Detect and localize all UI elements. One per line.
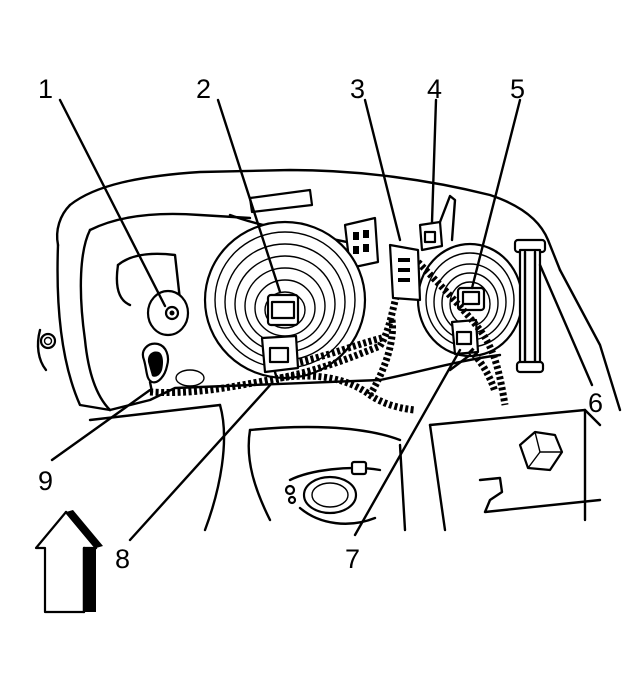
high-beam-socket — [416, 242, 524, 358]
mounting-bracket — [513, 238, 547, 374]
low-beam-connector — [260, 334, 300, 385]
callout-labels: 1 2 3 4 5 6 7 8 9 — [38, 74, 603, 574]
leveling-adjuster — [418, 194, 457, 252]
callout-1: 1 — [38, 74, 53, 104]
leader-lines — [50, 98, 594, 542]
leader-9 — [50, 388, 152, 462]
callout-3: 3 — [350, 74, 365, 104]
up-arrow-icon — [34, 510, 103, 614]
leader-8 — [128, 381, 274, 542]
washer-cap — [284, 460, 382, 525]
harness-connector — [388, 243, 422, 302]
low-beam-socket — [203, 220, 367, 380]
callout-9: 9 — [38, 466, 53, 496]
leader-7 — [353, 348, 462, 537]
leader-3 — [363, 98, 402, 242]
callout-6: 6 — [588, 388, 603, 418]
leader-2 — [216, 98, 282, 294]
leader-1 — [58, 98, 167, 308]
lower-body-panel — [88, 268, 622, 532]
leader-4 — [430, 98, 438, 224]
park-lamp-socket — [141, 342, 205, 394]
top-bracket — [228, 188, 380, 270]
headlamp-housing — [36, 168, 562, 412]
turn-signal-bulb — [146, 289, 190, 337]
callout-7: 7 — [345, 544, 360, 574]
reservoir-cap — [478, 430, 602, 514]
leader-5 — [470, 98, 522, 290]
callout-4: 4 — [427, 74, 442, 104]
callout-2: 2 — [196, 74, 211, 104]
callout-5: 5 — [510, 74, 525, 104]
leader-6 — [538, 263, 594, 387]
callout-8: 8 — [115, 544, 130, 574]
